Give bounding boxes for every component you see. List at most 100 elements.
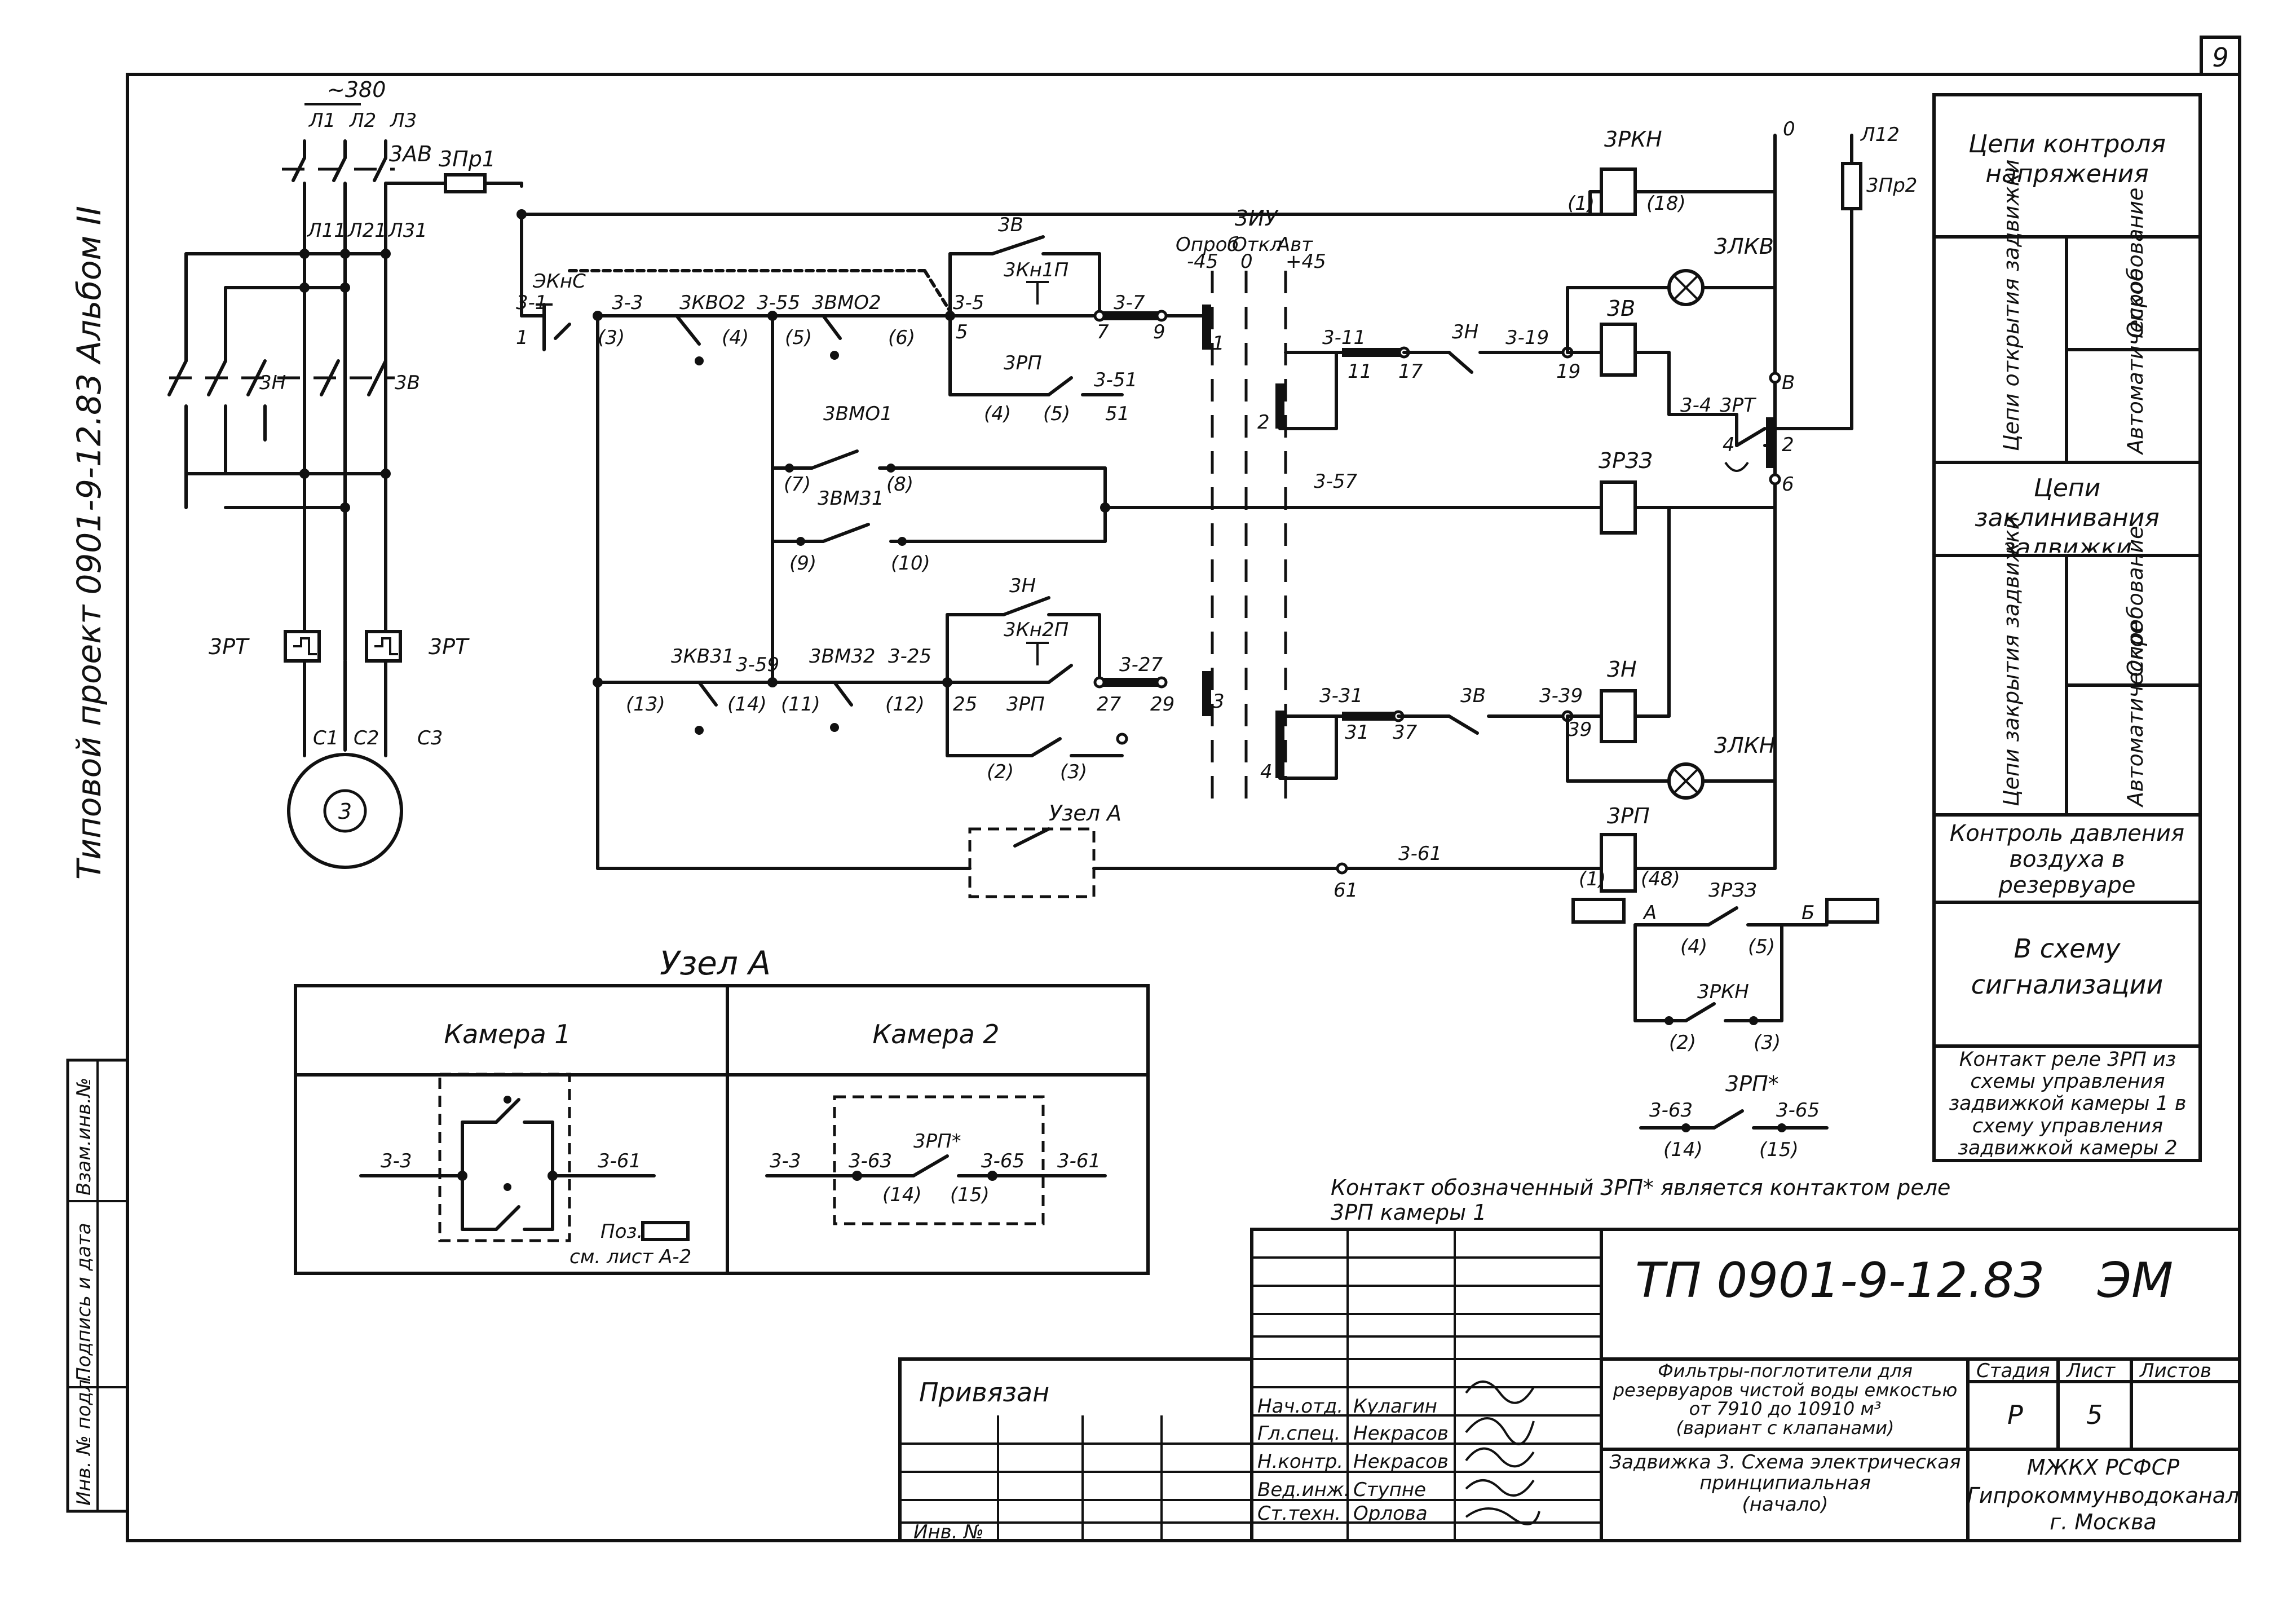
- coil-3rp-label: 3РП: [1607, 804, 1650, 828]
- net-3-11: 3-11: [1322, 327, 1366, 349]
- thermal-label-left: 3РТ: [209, 634, 250, 659]
- iu-v-m45: -45: [1187, 250, 1218, 273]
- net-1p-rp: (1): [1579, 868, 1606, 890]
- uzel-cam2-net-3-61: 3-61: [1057, 1150, 1101, 1172]
- name-2: Некрасов: [1353, 1450, 1449, 1473]
- uzel-see-sheet: см. лист А-2: [569, 1246, 691, 1268]
- net-3-61: 3-61: [1398, 842, 1442, 865]
- stage-header: Стадия: [1976, 1360, 2050, 1382]
- vmo2-label: 3ВМО2: [812, 292, 881, 314]
- legend-open-auto: Автоматическое: [2123, 268, 2148, 456]
- kvo2-label: 3КВО2: [679, 292, 746, 314]
- net-18p-top: (18): [1646, 192, 1686, 215]
- legend-close: Цепи закрытия задвижки: [1999, 515, 2024, 806]
- role-3: Вед.инж.: [1257, 1479, 1350, 1501]
- sv-label-row2: 3В: [1460, 685, 1486, 707]
- net-3p: (3): [598, 327, 625, 349]
- fuse-3pr1-label: 3Пр1: [439, 147, 496, 171]
- uzel-cam2-net-14: (14): [882, 1184, 922, 1206]
- legend-air-pressure: Контроль давления воздуха в резервуаре: [1949, 820, 2185, 898]
- net-3-27: 3-27: [1119, 654, 1163, 676]
- uzel-cam2-net-3-65: 3-65: [981, 1150, 1025, 1172]
- net-3q: (3): [1754, 1031, 1781, 1054]
- net-2p: (2): [987, 761, 1014, 783]
- stamp-col-2: Взам.инв.№: [73, 1078, 95, 1195]
- net-19: 19: [1556, 360, 1580, 383]
- net-8p: (8): [886, 473, 913, 496]
- coil-3v-label: 3В: [1607, 296, 1635, 321]
- coil-3rz3-label: 3РЗЗ: [1599, 448, 1653, 473]
- rp-label-row1: 3РП: [1004, 352, 1042, 374]
- net-15q: (15): [1759, 1139, 1799, 1161]
- legend-open-test: Опробование: [2123, 188, 2148, 338]
- motor-label: 3: [338, 799, 352, 824]
- legend-wedge: Цепи заклинивания задвижки: [1975, 474, 2160, 553]
- power-circuit: ~380 Л1 Л2 Л3 3АВ Л11 Л21 Л31 3Н 3В: [167, 77, 470, 869]
- net-2q: (2): [1669, 1031, 1696, 1054]
- net-25: 25: [953, 693, 977, 716]
- sheets-header: Листов: [2139, 1360, 2211, 1382]
- uzel-cam2-net-15: (15): [950, 1184, 990, 1206]
- role-4: Ст.техн.: [1257, 1502, 1341, 1525]
- net-5p: (5): [785, 327, 812, 349]
- net-3-31: 3-31: [1319, 685, 1363, 707]
- desc-line-2b: (начало): [1742, 1493, 1829, 1516]
- feeder-l31: Л31: [387, 219, 427, 242]
- desc-line-2: Задвижка 3. Схема электрическая принципи…: [1609, 1452, 1961, 1495]
- name-4: Орлова: [1353, 1502, 1428, 1525]
- name-0: Кулагин: [1353, 1395, 1437, 1418]
- terminal-b: Б: [1802, 902, 1814, 924]
- rail-zero-label: 0: [1783, 118, 1795, 140]
- stamp-col-0: Инв. № подл.: [73, 1373, 95, 1506]
- uzel-cam2-rpstar: 3РП*: [913, 1130, 961, 1153]
- inv-label: Инв. №: [913, 1521, 984, 1543]
- rt-contact-label: 3РТ: [1720, 394, 1756, 417]
- phase-l1: Л1: [308, 109, 335, 132]
- lamp-3lkv-label: 3ЛКВ: [1714, 234, 1774, 259]
- role-0: Нач.отд.: [1257, 1395, 1343, 1418]
- desc-line-1b: (вариант с клапанами): [1676, 1417, 1895, 1439]
- net-14p: (14): [727, 693, 767, 716]
- uzel-cam1-net-3-3: 3-3: [381, 1150, 412, 1172]
- net-10p: (10): [891, 552, 930, 575]
- iu-pos-2: 2: [1257, 411, 1270, 434]
- rz3-contact-label: 3РЗЗ: [1708, 879, 1757, 902]
- net-37: 37: [1393, 721, 1418, 744]
- signatures: [1465, 1380, 1540, 1525]
- net-61: 61: [1334, 879, 1358, 902]
- net-3-1: 3-1: [516, 292, 547, 314]
- desc-line-1: Фильтры-поглотители для резервуаров чист…: [1613, 1362, 1958, 1420]
- kv31-label: 3КВ31: [671, 645, 734, 668]
- uzel-poz-label: Поз.: [601, 1220, 643, 1243]
- iu-pos-3: 3: [1212, 690, 1225, 713]
- stage-value: Р: [2007, 1400, 2023, 1430]
- net-5: 5: [956, 321, 968, 343]
- net-4p2: (4): [984, 403, 1011, 425]
- net-5p2: (5): [1043, 403, 1070, 425]
- org-line-2: Гипрокоммунводоканал: [1967, 1483, 2240, 1508]
- ekns-label: ЭКнС: [532, 270, 586, 293]
- lamp-3lkn-label: 3ЛКН: [1714, 733, 1775, 758]
- net-11p: (11): [781, 693, 820, 716]
- title-block: Привязан Инв. № ТП 0901-9-12.83 ЭМ Нач.о…: [898, 1228, 2241, 1543]
- net-3-55: 3-55: [757, 292, 800, 314]
- uzel-a-label: Узел А: [1049, 801, 1121, 826]
- camera-2-label: Камера 2: [872, 1019, 999, 1049]
- net-7: 7: [1097, 321, 1109, 343]
- stamp-col-1: Подпись и дата: [73, 1223, 95, 1382]
- net-4q: (4): [1680, 936, 1707, 958]
- net-4-right: 4: [1723, 434, 1735, 456]
- rp-label-row2: 3РП: [1006, 693, 1045, 716]
- uzel-a-title: Узел А: [660, 944, 771, 982]
- net-3-25: 3-25: [888, 645, 931, 668]
- coil-3rkn-label: 3РКН: [1604, 127, 1662, 152]
- voltage-label: ~380: [327, 77, 386, 102]
- net-39: 39: [1568, 718, 1592, 741]
- role-1: Гл.спец.: [1257, 1422, 1340, 1445]
- net-3-51: 3-51: [1094, 369, 1137, 391]
- sn-label-row1: 3Н: [1452, 321, 1478, 343]
- net-13p: (13): [626, 693, 665, 716]
- legend-close-test: Опробование: [2123, 526, 2148, 677]
- contactor-3v-power: 3В: [395, 372, 420, 394]
